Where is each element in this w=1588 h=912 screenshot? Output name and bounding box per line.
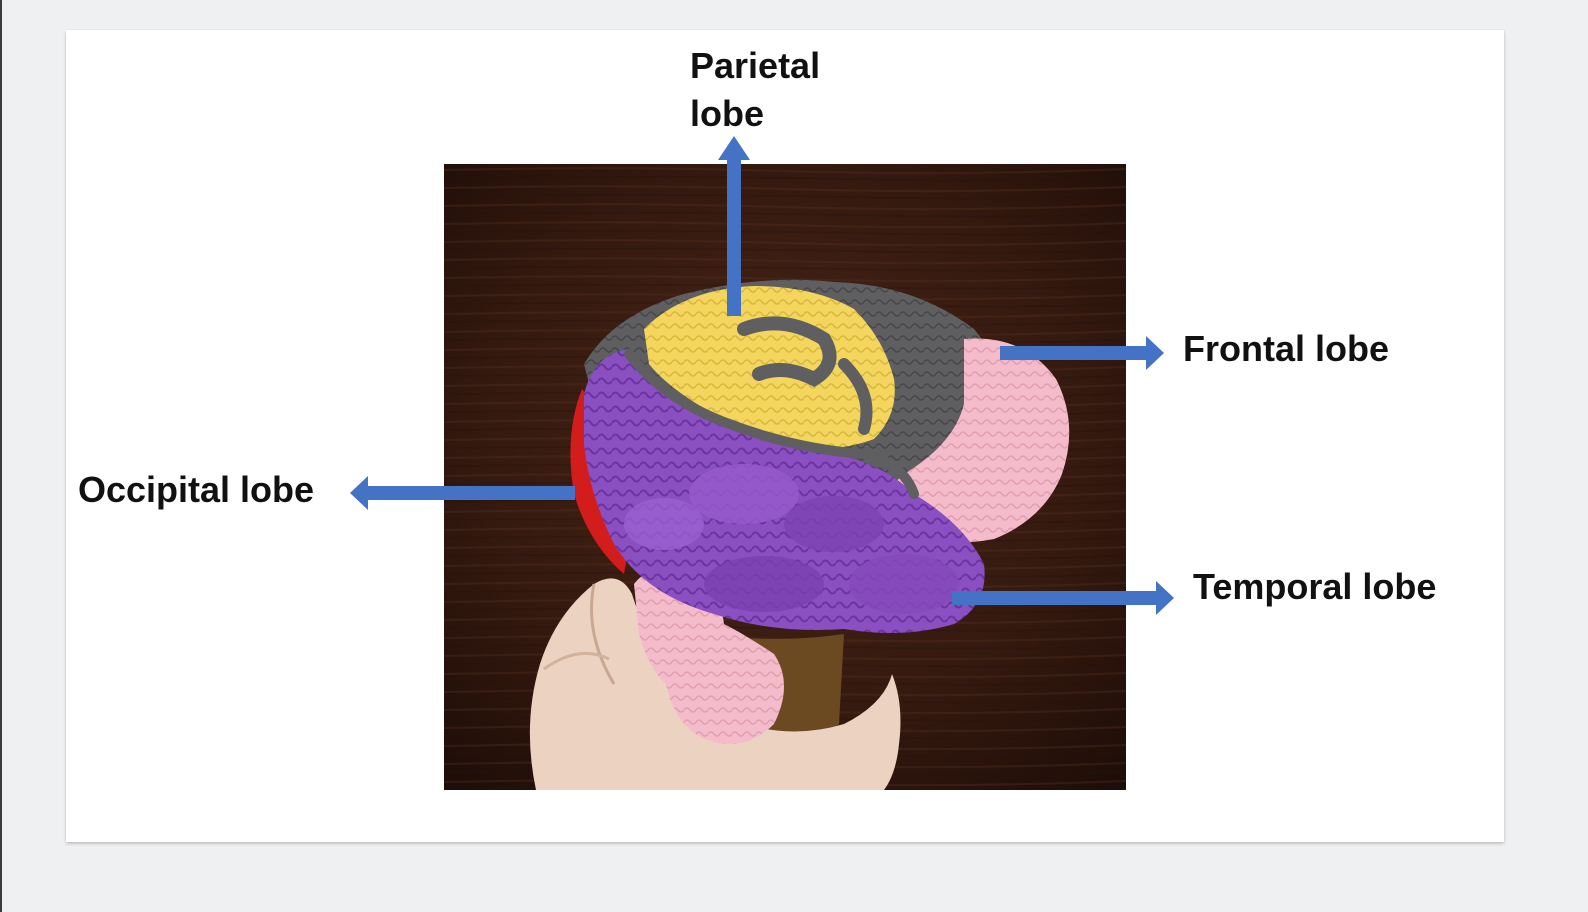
- window-left-edge: [0, 0, 2, 912]
- crochet-brain-photo: [444, 164, 1126, 790]
- frontal-label: Frontal lobe: [1183, 328, 1389, 369]
- temporal-label: Temporal lobe: [1193, 566, 1437, 607]
- slide: Parietal lobe Frontal lobe Occipital lob…: [66, 30, 1504, 842]
- parietal-label: Parietal lobe: [690, 42, 820, 138]
- parietal-label-line1: Parietal: [690, 45, 821, 86]
- parietal-label-line2: lobe: [690, 93, 765, 134]
- occipital-label: Occipital lobe: [78, 469, 315, 510]
- hand: [529, 578, 901, 790]
- frontal-region: [887, 338, 1070, 543]
